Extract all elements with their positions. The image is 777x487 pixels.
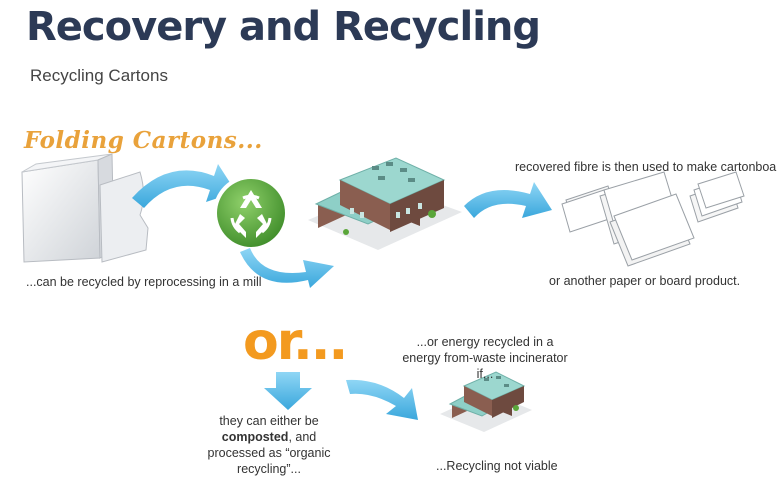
page-subtitle: Recycling Cartons [30,66,168,85]
compost-caption-bold: composted [221,430,289,444]
fibre-caption: recovered fibre is then used to make car… [515,160,777,174]
other-product-caption: or another paper or board product. [549,274,741,288]
page-title: Recovery and Recycling [26,4,541,50]
incinerator-factory-icon [440,371,532,432]
or-badge [236,300,345,380]
paper-sheets-icon [561,171,745,267]
mill-caption: ...can be recycled by reprocessing in a … [26,275,262,289]
folding-cartons-label: Folding Cartons... [24,127,263,154]
compost-caption-pre: they can either be [219,414,319,428]
not-viable-caption: ...Recycling not viable [436,459,558,473]
compost-caption: they can either be composted, and proces… [195,413,343,477]
recycle-symbol-icon [213,175,289,251]
down-arrow-icon [264,372,312,410]
arrow-or-to-incinerator [346,379,418,420]
carton-box-icon [21,153,149,263]
energy-caption: ...or energy recycled in a energy from-w… [402,335,568,381]
arrow-box-to-recycle [132,164,236,208]
arrow-recycle-to-mill [240,248,334,288]
compost-caption-post: , and processed as “organic recycling”..… [207,430,331,476]
mill-factory-icon [308,157,462,250]
arrow-mill-to-paper [464,182,552,218]
or-label: or... [243,312,348,372]
